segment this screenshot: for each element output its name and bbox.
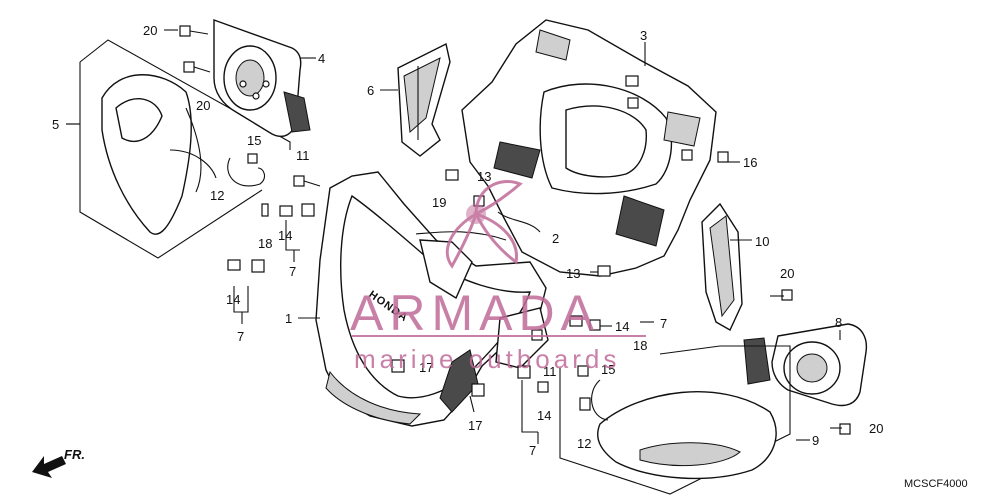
watermark-brand: ARMADA — [350, 285, 600, 341]
callout-14: 14 — [226, 292, 240, 307]
callout-10: 10 — [755, 234, 769, 249]
callout-17: 17 — [419, 360, 433, 375]
callout-18: 18 — [633, 338, 647, 353]
direction-label: FR. — [64, 447, 85, 462]
callout-7: 7 — [289, 264, 296, 279]
callout-4: 4 — [318, 51, 325, 66]
right-bracket — [701, 202, 743, 331]
callout-7: 7 — [660, 316, 667, 331]
speaker-housing-upper-left — [213, 19, 311, 138]
callout-20: 20 — [780, 266, 794, 281]
callout-14: 14 — [278, 228, 292, 243]
callout-18: 18 — [258, 236, 272, 251]
callout-8: 8 — [835, 315, 842, 330]
callout-14: 14 — [615, 319, 629, 334]
callout-7: 7 — [529, 443, 536, 458]
speaker-housing-lower-right — [743, 323, 868, 407]
front-cowl — [315, 171, 549, 427]
diagram-code: MCSCF4000 — [904, 478, 968, 490]
callout-15: 15 — [247, 133, 261, 148]
callout-labels: 20 4 20 5 15 12 11 18 14 7 14 7 6 3 13 1… — [52, 23, 883, 458]
watermark-tagline: marine outboards — [354, 344, 620, 374]
callout-11: 11 — [296, 148, 310, 163]
callout-19: 19 — [432, 195, 446, 210]
watermark-logo-icon — [445, 180, 523, 269]
side-bracket — [397, 42, 451, 157]
callout-13: 13 — [477, 169, 491, 184]
inner-center-panel — [461, 19, 717, 277]
callout-16: 16 — [743, 155, 757, 170]
callout-20: 20 — [143, 23, 157, 38]
callout-11: 11 — [543, 364, 557, 379]
front-direction-arrow: FR. — [32, 447, 85, 478]
callout-20: 20 — [196, 98, 210, 113]
watermark: ARMADA marine outboards — [350, 180, 646, 374]
callout-20: 20 — [869, 421, 883, 436]
callout-15: 15 — [601, 362, 615, 377]
left-side-cover-group — [79, 39, 291, 259]
callout-6: 6 — [367, 83, 374, 98]
callout-13: 13 — [566, 266, 580, 281]
callout-2: 2 — [552, 231, 559, 246]
callout-5: 5 — [52, 117, 59, 132]
callout-12: 12 — [577, 436, 591, 451]
callout-1: 1 — [285, 311, 292, 326]
callout-12: 12 — [210, 188, 224, 203]
callout-14: 14 — [537, 408, 551, 423]
callout-3: 3 — [640, 28, 647, 43]
callout-7: 7 — [237, 329, 244, 344]
callout-9: 9 — [812, 433, 819, 448]
leader-lines — [66, 29, 841, 444]
callout-17: 17 — [468, 418, 482, 433]
right-side-cover-group — [559, 345, 791, 495]
